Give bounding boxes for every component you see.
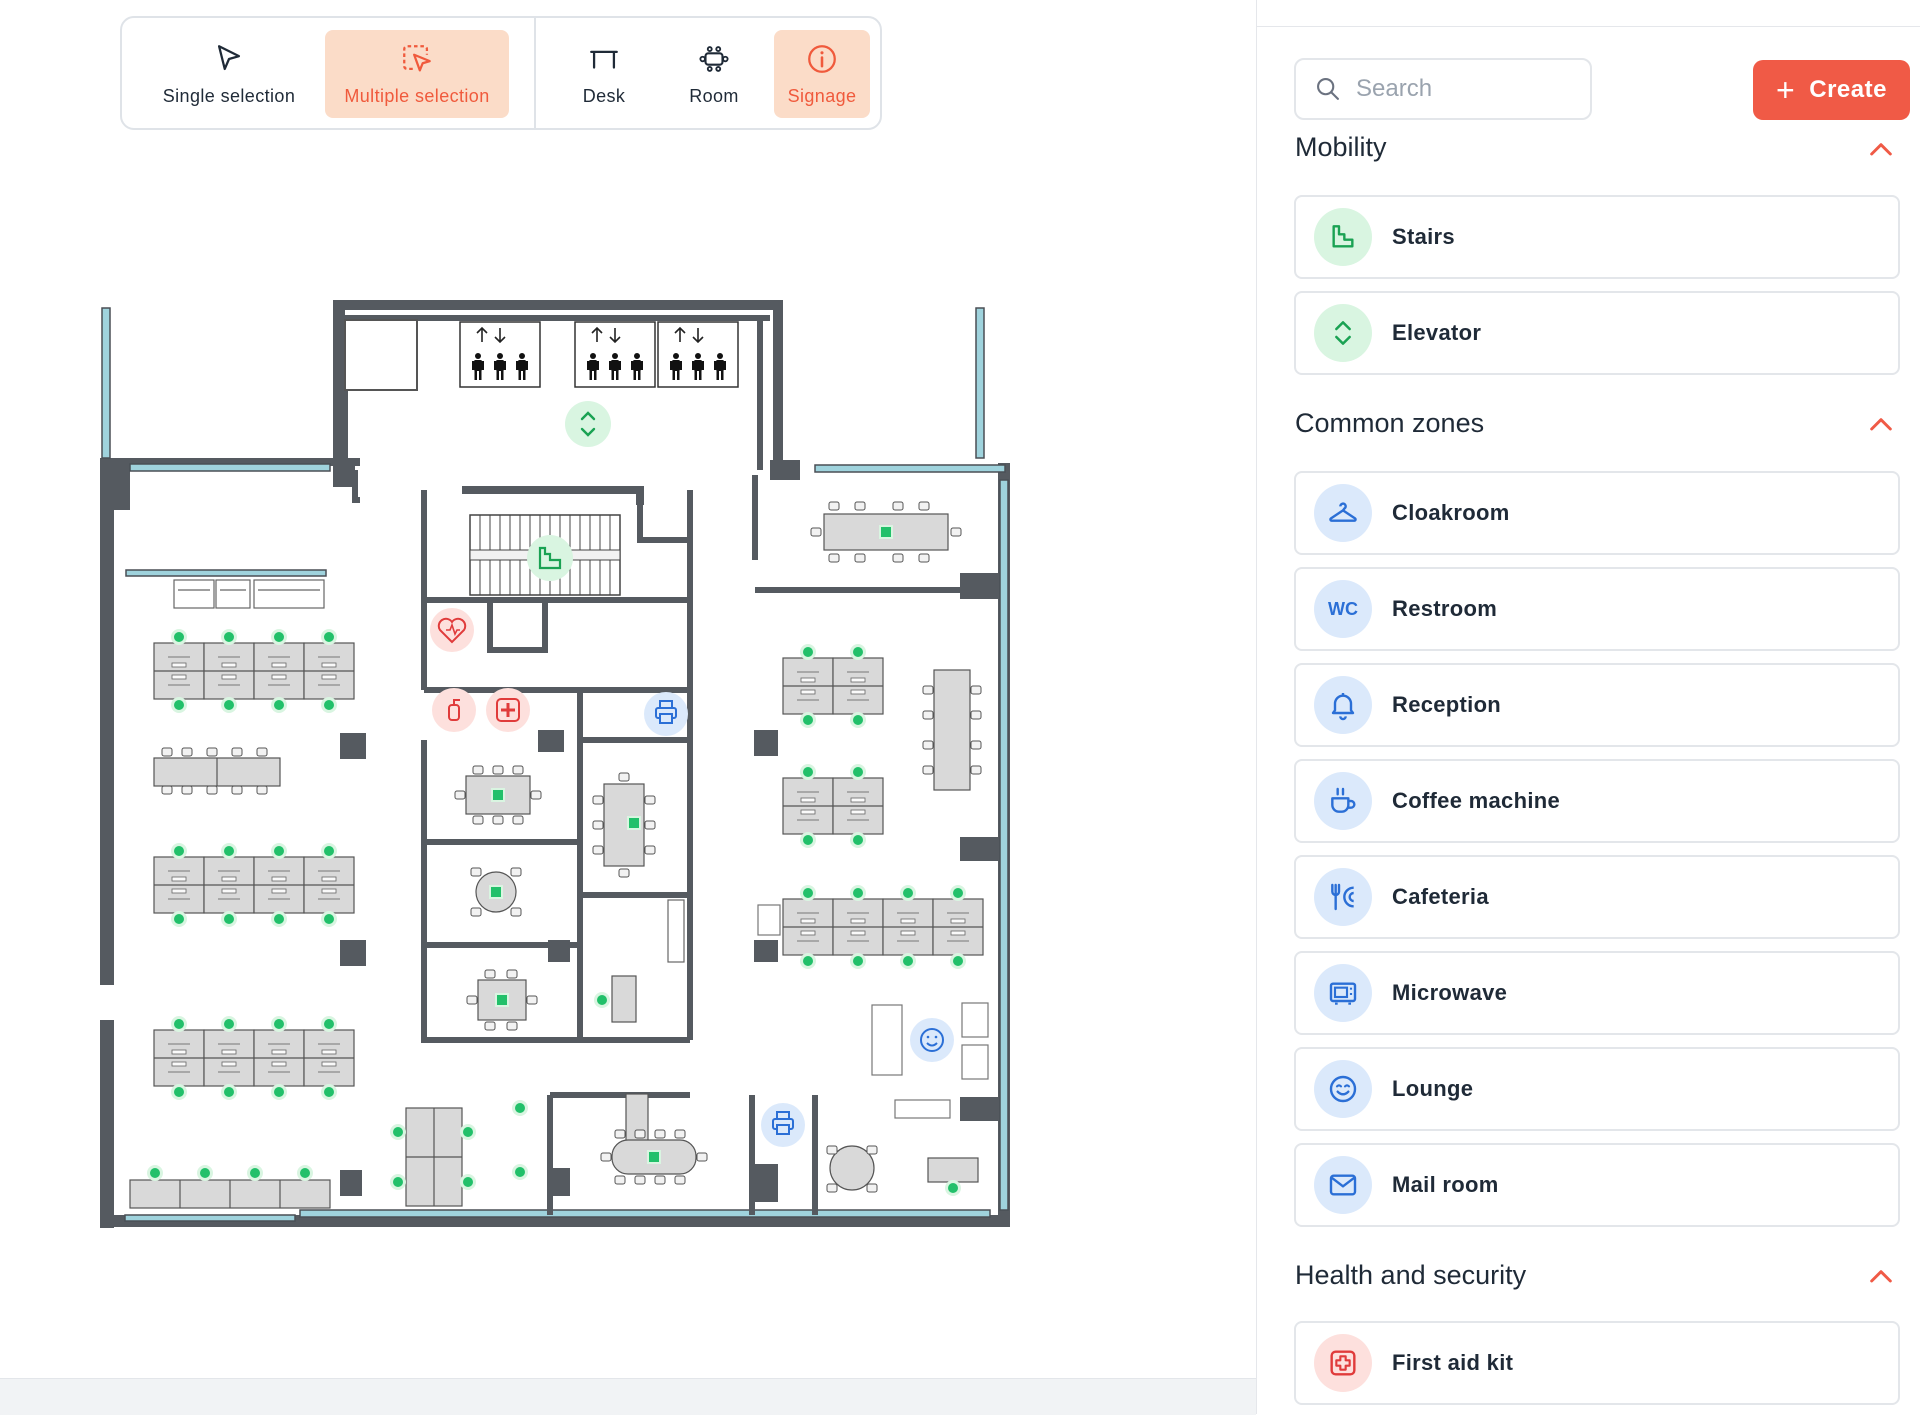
windows (101, 307, 1009, 1222)
list-item-coffee-machine[interactable]: Coffee machine (1294, 759, 1900, 843)
list-item-label: Mail room (1392, 1172, 1499, 1197)
elevator-marker[interactable] (565, 401, 611, 447)
plus-icon: + (1776, 72, 1796, 108)
list-item-microwave[interactable]: Microwave (1294, 951, 1900, 1035)
section-title-common-zones: Common zones (1295, 408, 1485, 438)
envelope-icon (1314, 1156, 1372, 1214)
coffee-cup-icon (1314, 772, 1372, 830)
desk-icon (590, 50, 618, 69)
tool-single-selection[interactable]: Single selection (144, 30, 314, 118)
cursor-arrow-icon (217, 45, 241, 71)
left-table (153, 747, 281, 795)
first-aid-icon (1314, 1334, 1372, 1392)
toolbar-separator (534, 18, 536, 128)
section-title-mobility: Mobility (1295, 132, 1387, 162)
list-item-label: Cloakroom (1392, 500, 1510, 525)
list-item-restroom[interactable]: WC Restroom (1294, 567, 1900, 651)
lounge-marker[interactable] (910, 1018, 954, 1062)
printer-marker-2[interactable] (761, 1103, 805, 1147)
bell-icon (1314, 676, 1372, 734)
lockers (173, 579, 325, 609)
tool-signage[interactable]: Signage (774, 30, 870, 118)
cutlery-icon (1314, 868, 1372, 926)
create-button[interactable]: + Create (1753, 60, 1910, 120)
list-item-stairs[interactable]: Stairs (1294, 195, 1900, 279)
list-item-lounge[interactable]: Lounge (1294, 1047, 1900, 1131)
panel-divider (1256, 0, 1257, 1414)
tool-label: Room (689, 86, 739, 106)
multi-select-cursor-icon (403, 45, 431, 72)
list-item-label: Microwave (1392, 980, 1508, 1005)
elevator-icon (1314, 304, 1372, 362)
list-item-label: Elevator (1392, 320, 1482, 345)
list-item-first-aid-kit[interactable]: First aid kit (1294, 1321, 1900, 1405)
printer-marker[interactable] (644, 692, 688, 736)
list-item-label: Coffee machine (1392, 788, 1561, 813)
elevators (344, 319, 738, 391)
right-side-furniture (757, 501, 989, 1196)
floor-plan[interactable] (90, 290, 1020, 1240)
status-bar (0, 1378, 1256, 1415)
panel-top-border (1257, 26, 1920, 27)
meeting-rooms (390, 765, 708, 1207)
list-item-label: Cafeteria (1392, 884, 1489, 909)
info-circle-icon (808, 45, 836, 73)
stairs-icon (1314, 208, 1372, 266)
editor-toolbar: Single selection Multiple selection Desk… (120, 16, 882, 130)
wc-icon: WC (1314, 580, 1372, 638)
first-aid-marker[interactable] (486, 688, 530, 732)
signage-panel: + Create Mobility Stairs Elevator Common… (1257, 0, 1920, 1414)
list-item-reception[interactable]: Reception (1294, 663, 1900, 747)
list-item-cafeteria[interactable]: Cafeteria (1294, 855, 1900, 939)
list-item-label: Restroom (1392, 596, 1498, 621)
search-input[interactable] (1354, 74, 1578, 104)
list-item-mail-room[interactable]: Mail room (1294, 1143, 1900, 1227)
search-box[interactable] (1294, 58, 1592, 120)
room-icon (699, 46, 729, 72)
list-item-label: Reception (1392, 692, 1502, 717)
tool-label: Signage (787, 86, 857, 106)
search-icon (1317, 78, 1339, 100)
tool-label: Desk (582, 86, 626, 106)
fire-extinguisher-marker[interactable] (432, 688, 476, 732)
list-item-cloakroom[interactable]: Cloakroom (1294, 471, 1900, 555)
chevron-up-icon[interactable] (1865, 409, 1897, 441)
list-item-label: Stairs (1392, 224, 1455, 249)
list-item-elevator[interactable]: Elevator (1294, 291, 1900, 375)
smiley-icon (1314, 1060, 1372, 1118)
section-title-health-and-security: Health and security (1295, 1260, 1527, 1290)
defibrillator-marker[interactable] (430, 608, 474, 652)
floorplan-canvas[interactable]: Single selection Multiple selection Desk… (0, 0, 1256, 1378)
create-button-label: Create (1809, 76, 1887, 103)
chevron-up-icon[interactable] (1865, 1261, 1897, 1293)
interior-walls (342, 315, 960, 1215)
tool-desk[interactable]: Desk (552, 30, 656, 118)
stairs-marker[interactable] (527, 535, 573, 581)
tool-label: Single selection (162, 86, 296, 106)
tool-multiple-selection[interactable]: Multiple selection (325, 30, 509, 118)
list-item-label: First aid kit (1392, 1350, 1514, 1375)
tool-label: Multiple selection (344, 86, 490, 106)
list-item-label: Lounge (1392, 1076, 1474, 1101)
microwave-icon (1314, 964, 1372, 1022)
hanger-icon (1314, 484, 1372, 542)
tool-room[interactable]: Room (662, 30, 766, 118)
bottom-left-desks (129, 1165, 331, 1209)
chevron-up-icon[interactable] (1865, 134, 1897, 166)
